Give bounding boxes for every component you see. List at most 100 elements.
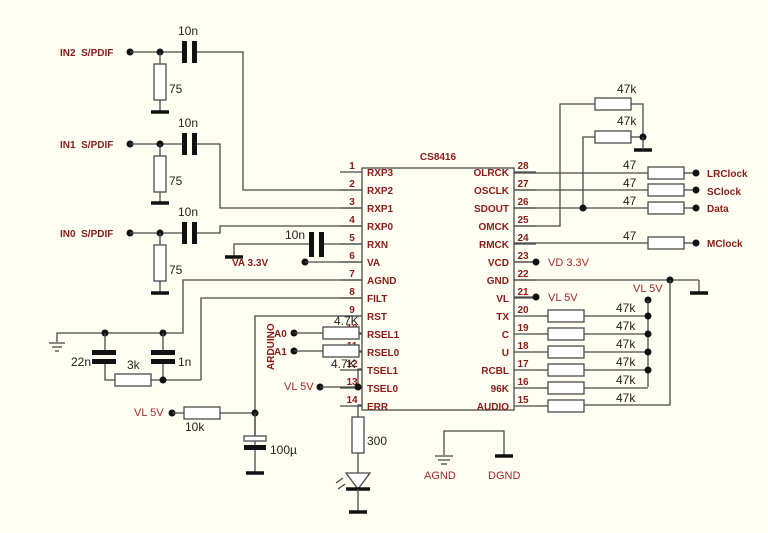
input-in2-resistor: [153, 63, 167, 101]
pin-label: AGND: [367, 276, 396, 287]
pin-number: 13: [346, 377, 358, 388]
pin-label: RCBL: [481, 366, 509, 377]
agnd-label: AGND: [424, 470, 456, 482]
pin-label: OMCK: [478, 222, 509, 233]
pullup-value: 47k: [616, 373, 636, 387]
mclock-terminal[interactable]: [692, 239, 700, 247]
pullup-resistor: 47k: [536, 337, 652, 359]
filter-network: 22n 3k 1n: [49, 279, 362, 387]
pin-label: TX: [496, 312, 509, 323]
pin-label: TSEL1: [367, 366, 399, 377]
ground-tie: AGND DGND: [424, 430, 520, 482]
pin-number: 23: [517, 251, 529, 262]
dgnd-label: DGND: [488, 470, 520, 482]
pin-label: OSCLK: [474, 186, 510, 197]
input-in1: IN1 S/PDIF 10n 75: [60, 116, 362, 209]
pin-number: 12: [346, 359, 358, 370]
pin-number: 3: [349, 197, 355, 208]
pin-label: RXP0: [367, 222, 394, 233]
pin-number: 16: [517, 377, 529, 388]
pin-label: VL: [496, 294, 509, 305]
chip-pin: 6VA: [340, 251, 380, 269]
pin-label: FILT: [367, 294, 387, 305]
chip-body: [361, 167, 515, 411]
sclock-label: SClock: [707, 187, 741, 198]
pullup-resistor: 47k: [536, 391, 636, 413]
cs8416-chip: CS8416: [361, 152, 515, 411]
input-in1-label: IN1 S/PDIF: [60, 140, 113, 151]
pin-number: 18: [517, 341, 529, 352]
pin-number: 1: [349, 161, 355, 172]
reset-network: VL 5V 10k 100µ: [134, 315, 362, 475]
pin-number: 14: [346, 395, 358, 406]
chip-pin: 19C: [502, 323, 536, 341]
lrclock-terminal[interactable]: [692, 169, 700, 177]
arduino-r2-value: 4.7K: [331, 357, 356, 371]
reset-res-value: 10k: [185, 420, 205, 434]
pin-number: 26: [517, 197, 529, 208]
arduino-r1-value: 4.7K: [334, 314, 359, 328]
data-label: Data: [707, 204, 729, 215]
data-terminal[interactable]: [692, 204, 700, 212]
output-res-value: 47: [623, 158, 637, 172]
input-in2-cap-value: 10n: [178, 24, 198, 38]
vl-supply-label: VL 5V: [548, 292, 578, 304]
pin-label: RXP1: [367, 204, 394, 215]
pin-label: VCD: [488, 258, 509, 269]
reset-supply-label: VL 5V: [134, 407, 164, 419]
pin-number: 9: [349, 305, 355, 316]
pin-number: 24: [517, 233, 529, 244]
tsel-network: VL 5V: [284, 368, 362, 393]
pullup-value: 47k: [616, 301, 636, 315]
input-in0-res-value: 75: [169, 263, 183, 277]
output-network: 47 47 47 47 LRClock SClock Data MClock 4…: [514, 82, 748, 250]
input-in2: IN2 S/PDIF 10n 75: [60, 24, 362, 191]
va-supply-label: VA 3.3V: [232, 258, 268, 269]
pin-number: 25: [517, 215, 529, 226]
input-in0-label: IN0 S/PDIF: [60, 229, 113, 240]
capacitor-plate: [182, 222, 187, 244]
output-res-value: 47: [623, 194, 637, 208]
rxn-network: 10n VA 3.3V: [225, 228, 362, 269]
output-res-value: 47: [623, 176, 637, 190]
pin-label: RXP2: [367, 186, 394, 197]
pin-number: 2: [349, 179, 355, 190]
pin-label: RMCK: [479, 240, 510, 251]
vcd-supply-label: VD 3.3V: [548, 257, 590, 269]
lrclock-label: LRClock: [707, 169, 748, 180]
capacitor-plate: [319, 232, 324, 257]
arduino-label: ARDUINO: [266, 323, 277, 370]
pin-label: TSEL0: [367, 384, 399, 395]
vcd-supply-terminal[interactable]: [532, 258, 540, 266]
pin-label: AUDIO: [477, 402, 509, 413]
led-icon: [344, 472, 372, 491]
pin-label: 96K: [491, 384, 510, 395]
vl-supply-terminal[interactable]: [532, 293, 540, 301]
arduino-network: ARDUINO A0 4.7K A1 4.7K: [266, 314, 362, 371]
pin-number: 5: [349, 233, 355, 244]
rxn-cap-value: 10n: [285, 228, 305, 242]
sclock-terminal[interactable]: [692, 186, 700, 194]
pulldown-value: 47k: [617, 114, 637, 128]
pin-number: 21: [517, 287, 529, 298]
input-in1-res-value: 75: [169, 174, 183, 188]
filter-r-value: 3k: [127, 358, 141, 372]
output-res-value: 47: [623, 229, 637, 243]
input-in2-res-value: 75: [169, 82, 183, 96]
pullup-value: 47k: [616, 337, 636, 351]
chip-pin: 18U: [502, 341, 536, 359]
capacitor-plate: [192, 41, 197, 63]
pin-number: 20: [517, 305, 529, 316]
pin-label: RSEL1: [367, 330, 400, 341]
pin-number: 28: [517, 161, 529, 172]
input-in2-label: IN2 S/PDIF: [60, 48, 113, 59]
pin-label: OLRCK: [473, 168, 509, 179]
